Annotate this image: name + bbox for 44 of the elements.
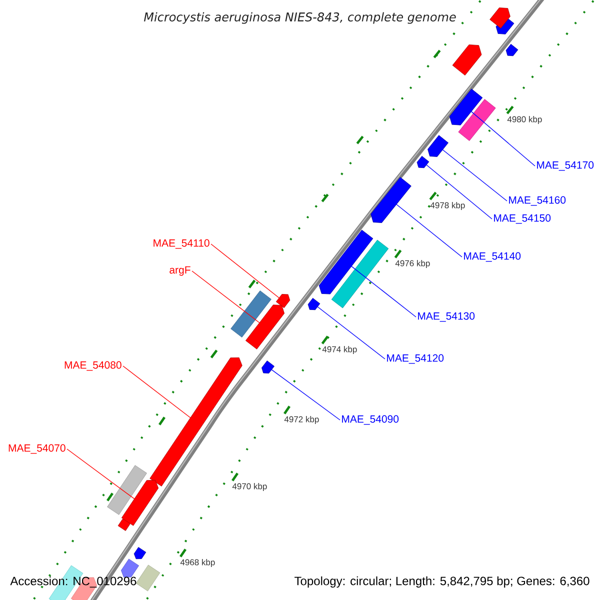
info-text: Accession: NC_010296 [10, 576, 136, 588]
gene-feature [246, 304, 284, 350]
leader-line [317, 306, 386, 360]
gene-label: MAE_54070 [8, 444, 66, 454]
gene-label: MAE_54150 [494, 214, 551, 224]
gene-label: MAE_54140 [464, 252, 521, 262]
gene-feature [370, 177, 412, 223]
leader-line [426, 164, 492, 220]
leader-line [66, 448, 135, 500]
gene-label: MAE_54080 [64, 361, 122, 371]
scale-label: 4970 kbp [232, 483, 267, 491]
leader-line [396, 204, 462, 258]
gene-feature [308, 298, 320, 310]
scale-label: 4980 kbp [507, 116, 542, 124]
leader-line [210, 244, 280, 298]
gene-feature [428, 135, 448, 157]
leader-line [351, 266, 416, 318]
gene-label: MAE_54120 [387, 354, 444, 364]
gene-feature [121, 480, 159, 526]
gene-feature [262, 360, 274, 374]
scale-label: 4978 kbp [430, 202, 465, 210]
gene-label: MAE_54170 [537, 161, 594, 171]
gene-label: MAE_54110 [154, 239, 210, 249]
scale-label: 4974 kbp [322, 346, 357, 354]
scale-label: 4976 kbp [395, 260, 430, 268]
gene-label: MAE_54130 [418, 312, 475, 322]
gene-label: argF [170, 266, 190, 276]
gene-feature [506, 44, 518, 56]
gene-feature [416, 156, 430, 168]
info-text: Topology: circular; Length: 5,842,795 bp; Genes: 6,360 [294, 576, 590, 588]
leader-line [122, 366, 191, 418]
gene-feature [276, 294, 290, 308]
leader-line [192, 270, 260, 324]
scale-label: 4968 kbp [180, 559, 215, 567]
leader-line [442, 149, 508, 202]
leader-line [470, 111, 536, 166]
gene-label: MAE_54090 [342, 415, 399, 425]
gene-feature [134, 547, 146, 560]
leader-line [271, 369, 340, 420]
scale-label: 4972 kbp [284, 416, 319, 424]
gene-feature [318, 230, 374, 294]
gene-feature [449, 88, 483, 126]
gene-label: MAE_54160 [509, 196, 566, 206]
title: Microcystis aeruginosa NIES-843, complete genome [144, 12, 456, 24]
